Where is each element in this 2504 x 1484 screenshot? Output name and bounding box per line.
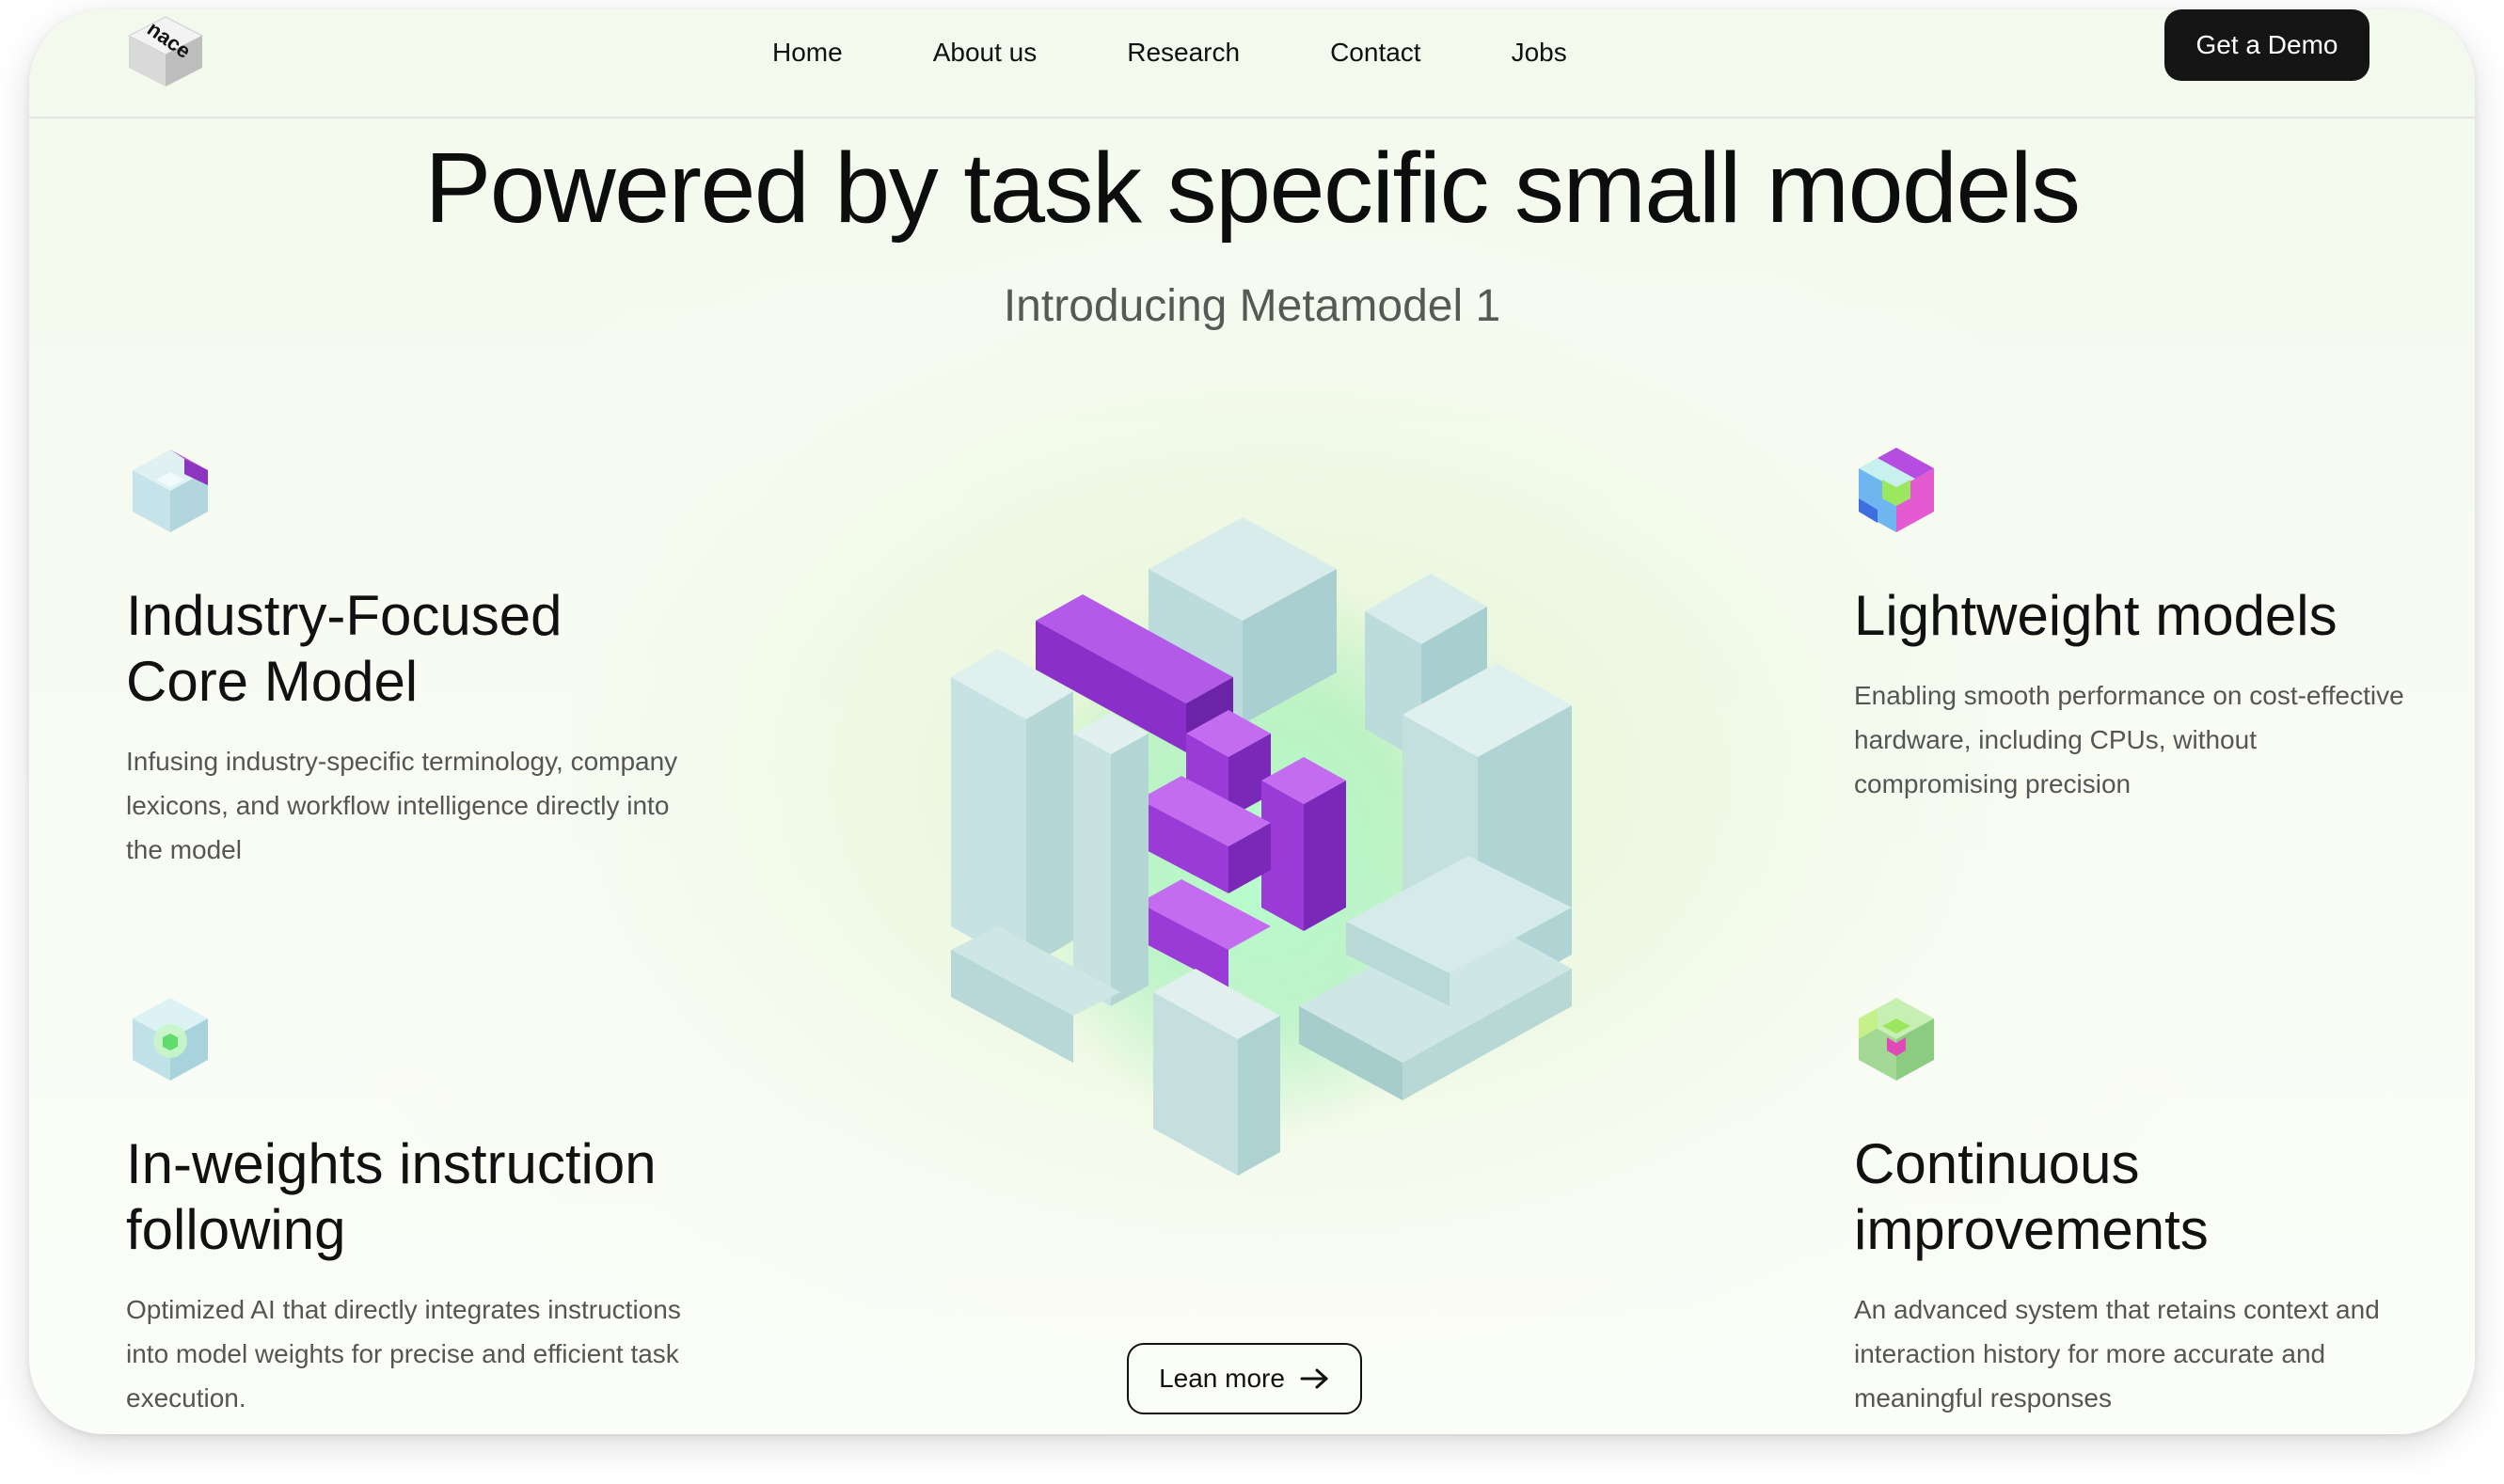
feature-industry-focused: Industry-Focused Core Model Infusing ind…	[126, 583, 690, 872]
feature-description: An advanced system that retains context …	[1854, 1295, 2380, 1413]
arrow-right-icon	[1300, 1368, 1328, 1389]
get-a-demo-button[interactable]: Get a Demo	[2164, 9, 2369, 81]
feature-continuous-improvements: Continuous improvements An advanced syst…	[1854, 1131, 2418, 1420]
nav-link-contact[interactable]: Contact	[1330, 38, 1421, 67]
green-cube-icon	[1859, 998, 1934, 1081]
feature-title: Continuous improvements	[1854, 1132, 2209, 1261]
glowing-cube-icon	[133, 998, 208, 1081]
feature-title: In-weights instruction following	[126, 1132, 657, 1261]
cube-corner-icon	[133, 450, 208, 532]
nav-link-jobs[interactable]: Jobs	[1511, 38, 1567, 67]
metamodel-cube-illustration	[951, 517, 1572, 1176]
hero-subtitle: Introducing Metamodel 1	[1003, 281, 1501, 331]
feature-description: Optimized AI that directly integrates in…	[126, 1295, 681, 1413]
lean-more-label: Lean more	[1159, 1364, 1285, 1393]
feature-lightweight-models: Lightweight models Enabling smooth perfo…	[1854, 583, 2418, 806]
top-nav: nace Home About us Research Contact Jobs…	[29, 9, 2475, 118]
feature-description: Enabling smooth performance on cost-effe…	[1854, 681, 2404, 798]
browser-frame: nace Home About us Research Contact Jobs…	[29, 9, 2475, 1434]
nav-links: Home About us Research Contact Jobs	[772, 34, 1657, 71]
feature-title: Industry-Focused Core Model	[126, 584, 563, 713]
nav-link-research[interactable]: Research	[1127, 38, 1241, 67]
colorful-cube-icon	[1859, 448, 1934, 532]
lean-more-button[interactable]: Lean more	[1127, 1343, 1362, 1414]
hero-title: Powered by task specific small models	[424, 133, 2081, 244]
feature-title: Lightweight models	[1854, 584, 2338, 647]
feature-description: Infusing industry-specific terminology, …	[126, 747, 678, 864]
nace-logo-icon[interactable]: nace	[123, 13, 208, 88]
feature-in-weights-instruction: In-weights instruction following Optimiz…	[126, 1131, 690, 1420]
nav-link-about-us[interactable]: About us	[932, 38, 1038, 67]
nav-link-home[interactable]: Home	[772, 38, 843, 67]
